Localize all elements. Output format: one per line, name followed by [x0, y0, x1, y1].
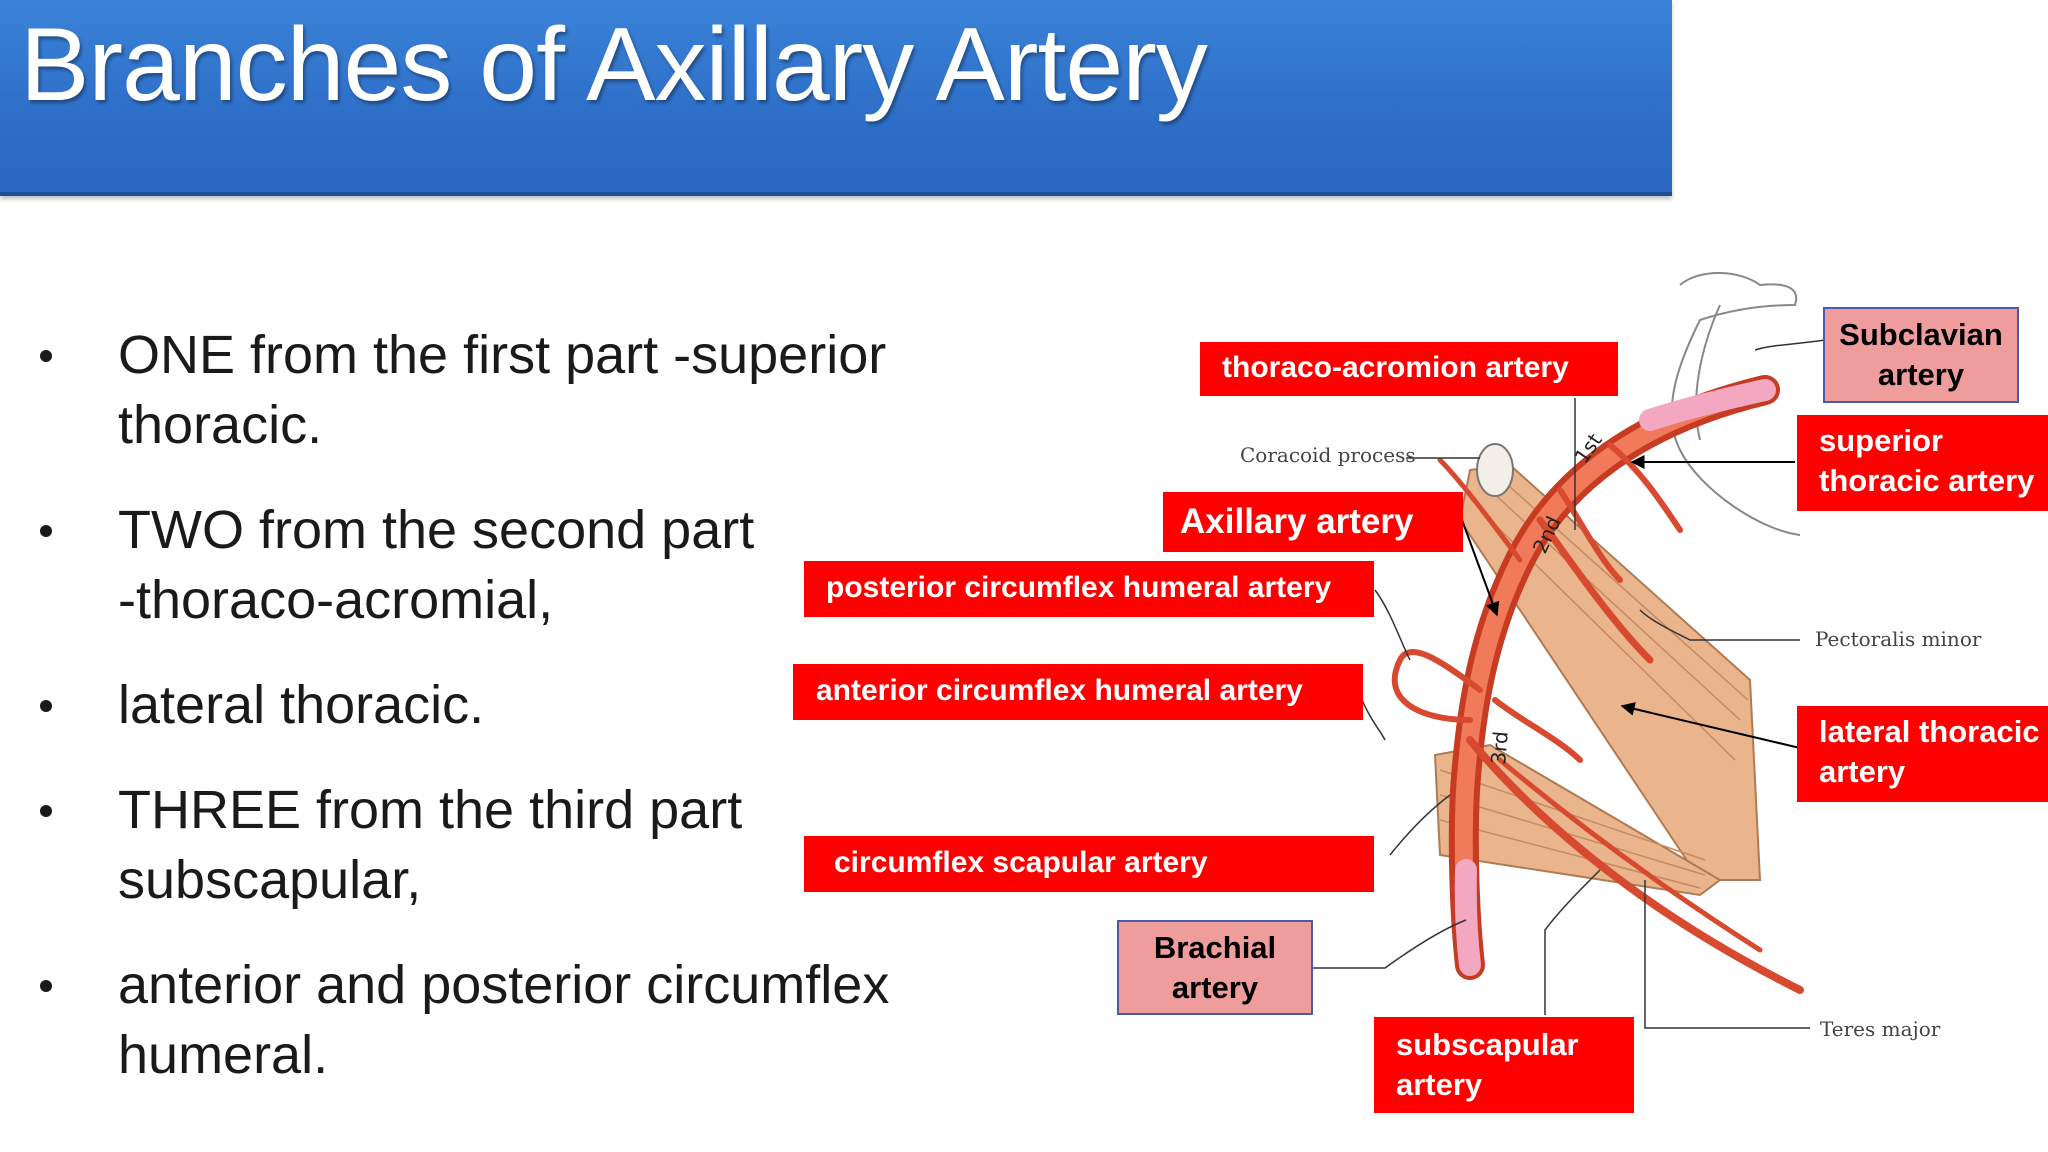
bullet-dot	[40, 805, 52, 817]
bullet-text: THREE from the third part subscapular,	[118, 775, 958, 915]
muscle-fibers	[1439, 769, 1706, 889]
label-text: lateral thoracic	[1819, 714, 2040, 749]
label-text: thoracic artery	[1819, 463, 2035, 498]
subscapular-label: subscapular artery	[1374, 1017, 1634, 1113]
part-3-marker: 3rd	[1486, 730, 1513, 765]
teres-major-label: Teres major	[1820, 1017, 1941, 1041]
bullet-dot	[40, 700, 52, 712]
bullet-line: THREE from the third part	[118, 780, 743, 840]
posterior-circumflex-label: posterior circumflex humeral artery	[804, 561, 1374, 617]
bullet-line: lateral thoracic.	[118, 675, 485, 735]
label-text: artery	[1171, 970, 1259, 1005]
title-bar: Branches of Axillary Artery	[0, 0, 1672, 196]
bullet-text: ONE from the first part -superior thorac…	[118, 320, 958, 460]
subclavian-artery	[1639, 379, 1776, 431]
bullet-line: humeral.	[118, 1025, 329, 1085]
artery-branches	[1391, 442, 1804, 994]
label-text: artery	[1396, 1067, 1483, 1102]
circumflex-scapular-label: circumflex scapular artery	[804, 836, 1374, 892]
label-text: artery	[1877, 357, 1965, 392]
bullet-text: lateral thoracic.	[118, 670, 958, 740]
brachial-label: Brachial artery	[1117, 920, 1313, 1015]
bullet-dot	[40, 350, 52, 362]
bullet-line: subscapular,	[118, 850, 422, 910]
thoraco-acromion-label: thoraco-acromion artery	[1200, 342, 1618, 396]
bullet-line: anterior and posterior circumflex	[118, 955, 890, 1015]
bullet-line: -thoraco-acromial,	[118, 570, 554, 630]
label-text: circumflex scapular artery	[834, 846, 1208, 879]
bullet-line: thoracic.	[118, 395, 323, 455]
label-text: Subclavian	[1839, 317, 2003, 352]
coracoid-process	[1476, 443, 1514, 497]
bullet-dot	[40, 525, 52, 537]
label-text: subscapular	[1396, 1027, 1579, 1062]
bullet-dot	[40, 980, 52, 992]
label-text: anterior circumflex humeral artery	[816, 674, 1303, 707]
lateral-thoracic-label: lateral thoracic artery	[1797, 706, 2048, 802]
label-text: artery	[1819, 754, 1906, 789]
axillary-artery-label: Axillary artery	[1163, 492, 1463, 552]
slide-title: Branches of Axillary Artery	[20, 7, 1208, 123]
bullet-text: TWO from the second part -thoraco-acromi…	[118, 495, 958, 635]
leader-lines	[1310, 339, 1826, 1029]
arrow-axillary	[1461, 519, 1500, 617]
coracoid-process-label: Coracoid process	[1240, 443, 1416, 467]
bullet-line: ONE from the first part -superior	[118, 325, 887, 385]
label-text: posterior circumflex humeral artery	[826, 571, 1332, 604]
anterior-circumflex-label: anterior circumflex humeral artery	[793, 664, 1363, 720]
bullet-line: TWO from the second part	[118, 500, 755, 560]
pectoralis-minor-label: Pectoralis minor	[1815, 627, 1982, 651]
label-text: thoraco-acromion artery	[1222, 351, 1569, 384]
arrow-lateral-thoracic	[1620, 702, 1801, 749]
superior-thoracic-label: superior thoracic artery	[1797, 415, 2048, 511]
label-text: Brachial	[1153, 930, 1277, 965]
bullet-text: anterior and posterior circumflex humera…	[118, 950, 958, 1090]
label-text: Axillary artery	[1180, 502, 1414, 541]
brachial-artery	[1454, 859, 1481, 976]
subclavian-label: Subclavian artery	[1823, 307, 2019, 403]
label-text: superior	[1819, 423, 1944, 458]
